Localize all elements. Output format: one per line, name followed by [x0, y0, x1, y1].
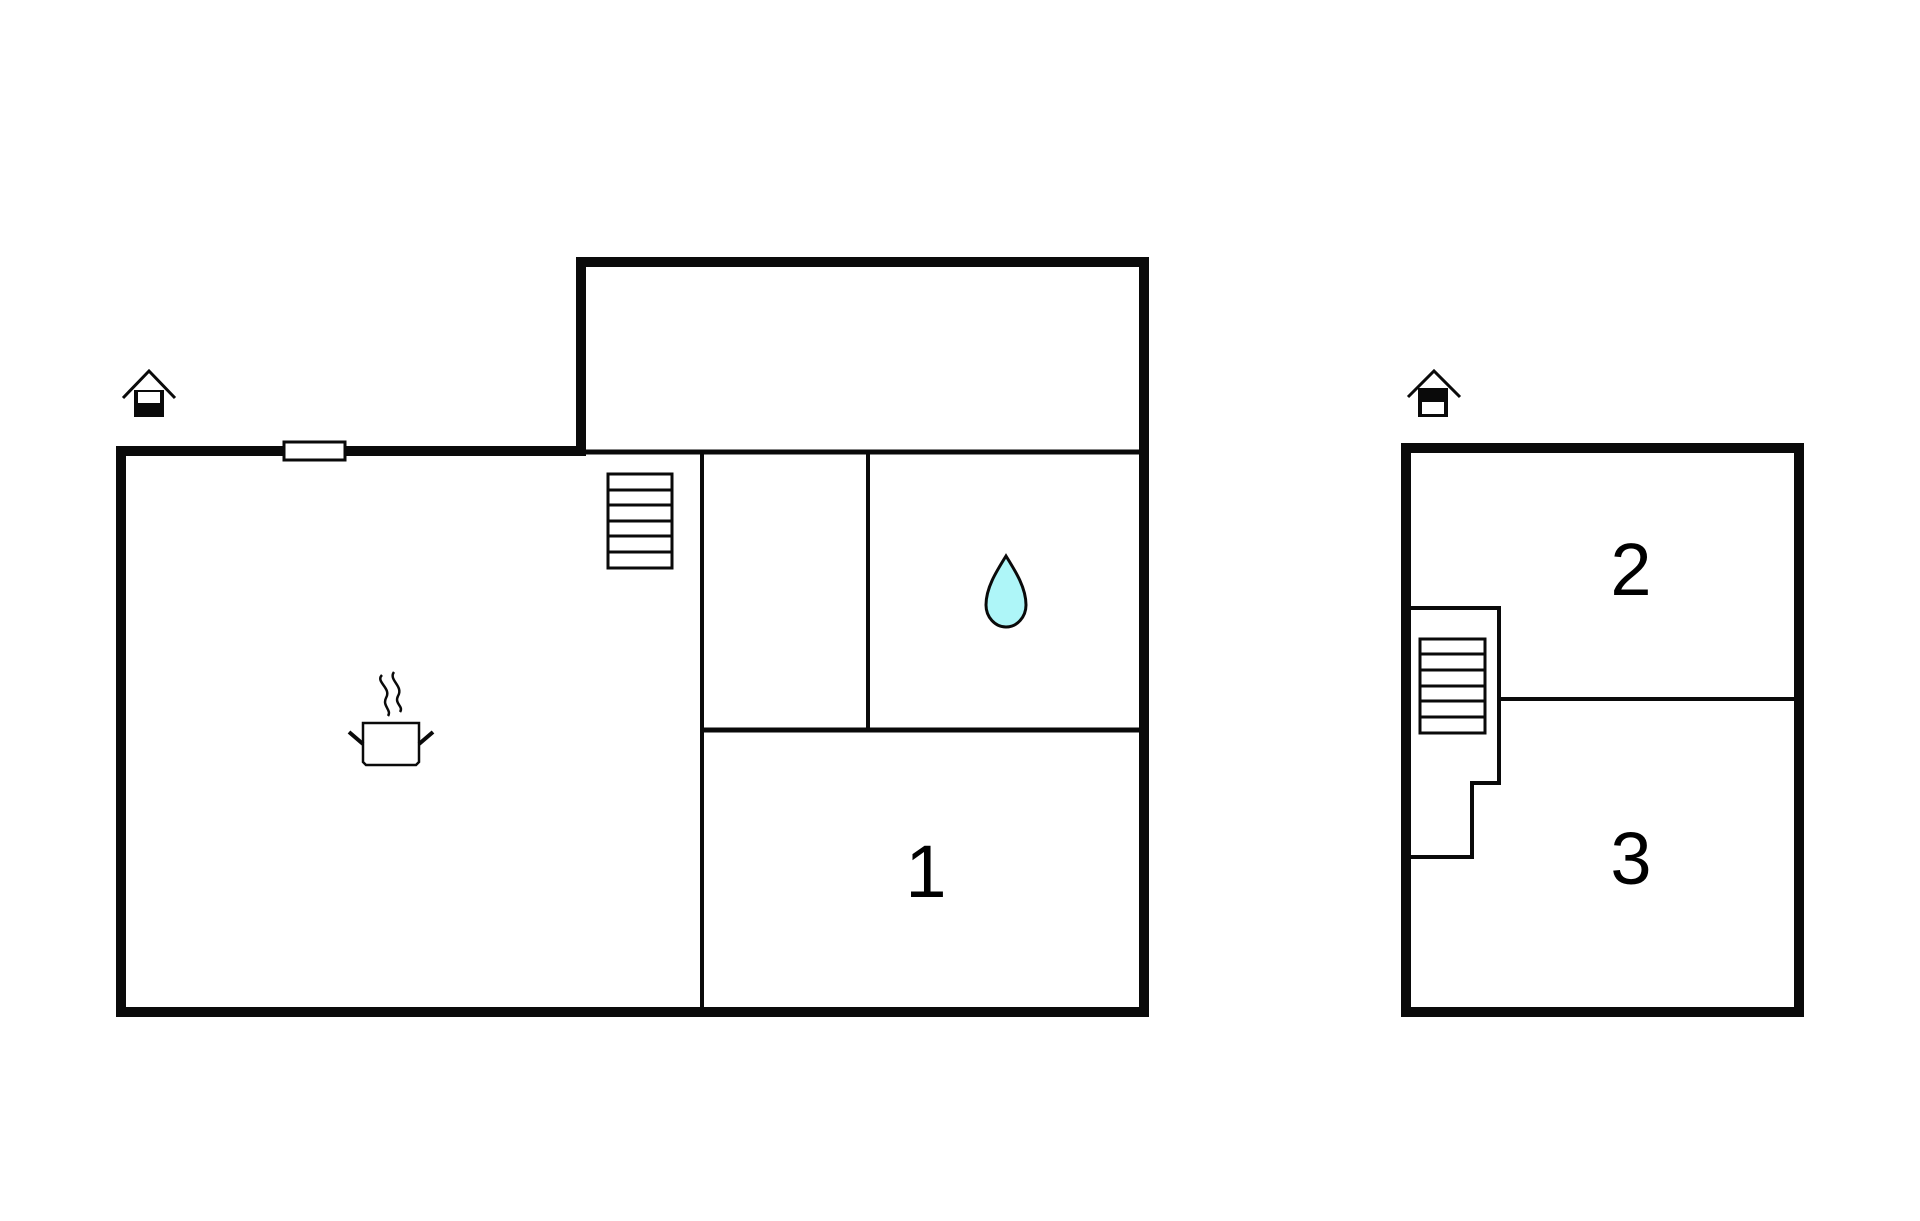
- room-label-1: 1: [905, 830, 947, 913]
- staircase-ground: [606, 472, 674, 570]
- room-label-2: 2: [1610, 528, 1652, 611]
- staircase-upper: [1418, 637, 1487, 735]
- window: [282, 440, 347, 462]
- water-drop-icon: [984, 553, 1028, 629]
- stairwell-wall: [1411, 606, 1501, 859]
- upper-outer-wall: [1401, 443, 1804, 1017]
- ground-floor: [116, 257, 1149, 1017]
- upper-floor: [1401, 368, 1804, 1017]
- house-upper-floor-icon: [1406, 368, 1462, 417]
- room-label-3: 3: [1610, 817, 1652, 900]
- house-ground-floor-icon: [121, 368, 177, 417]
- main-outer-wall: [116, 446, 1149, 1017]
- cooking-pot-icon: [347, 671, 435, 767]
- annex-walls: [576, 257, 1149, 1012]
